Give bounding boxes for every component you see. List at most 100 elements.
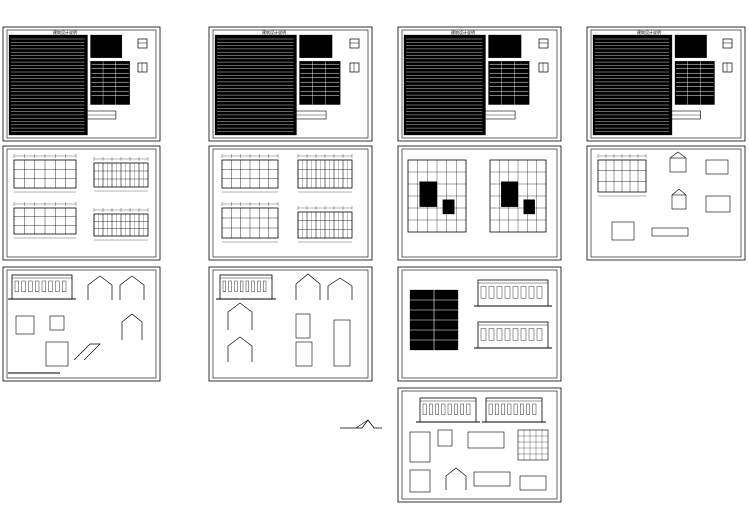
sheet-inner-border [212,29,369,139]
window [257,280,261,293]
section-drawing [227,336,253,362]
window [501,403,505,416]
sheet-inner-border [6,148,157,258]
window [488,286,495,299]
window [222,280,226,293]
sheet-border [2,145,161,261]
window [488,403,493,416]
section-drawing [227,302,253,330]
detail-drawing [409,431,431,463]
sheet-inner-border [590,29,742,139]
window [526,403,530,416]
section-drawing [445,467,467,490]
sheet-border [397,26,562,142]
sheet-border [208,266,373,382]
window [14,280,19,293]
window [496,286,503,299]
detail-drawing [669,157,687,173]
notes-text-block [90,34,123,58]
window [536,328,543,341]
sheet-title: 建筑设计说明 [637,30,661,35]
detail-drawing [45,341,69,367]
north-symbol [340,419,382,429]
detail-drawing [517,429,549,461]
window [48,280,53,293]
detail-drawing [705,195,731,213]
window [528,328,535,341]
window [55,280,60,293]
detail-drawing [437,429,453,447]
sheet-sections-1[interactable] [209,267,372,381]
detail-drawing [295,341,313,367]
section-drawing [121,313,143,340]
sheet-border [586,26,746,142]
window [245,280,249,293]
window [447,403,452,416]
window [504,286,511,299]
north-symbol-line [355,419,369,429]
window [480,286,487,299]
window [520,286,527,299]
detail-drawing [467,431,505,449]
roof-profile [669,151,687,159]
window [41,280,46,293]
window [435,403,439,416]
sheet-border [208,26,373,142]
sheet-inner-border [401,148,558,258]
detail-drawing [611,221,635,241]
sheet-title: 建筑设计说明 [53,30,77,35]
window [520,328,527,341]
window [495,403,499,416]
sheet-mixed-details[interactable] [398,388,561,502]
sheet-border [397,266,562,382]
sheet-border [397,145,562,261]
sheet-border [2,26,161,142]
notes-text-block [488,34,522,58]
hatched-area [442,199,455,215]
window [536,286,543,299]
detail-drawing [409,469,431,493]
hatched-area [523,199,535,215]
window-symbol [722,62,733,73]
sheet-border [397,387,562,503]
sheet-elevations-1[interactable] [3,267,160,381]
sheet-border [2,266,161,382]
sheet-floor-plans-1[interactable] [3,146,160,260]
window [512,328,519,341]
detail-drawing [671,194,687,210]
roof-profile [671,188,687,196]
sheet-floor-plans-2[interactable] [209,146,372,260]
sheet-title: 建筑设计说明 [451,30,475,35]
window [466,403,471,416]
door-window-table [488,61,530,105]
sheet-inner-border [6,29,157,139]
window [422,403,427,416]
sheet-inner-border [401,269,558,379]
sheet-inner-border [401,29,558,139]
window [507,403,512,416]
window [251,280,255,293]
sheet-details-1[interactable] [587,146,745,260]
window-symbol [349,62,360,73]
sheet-inner-border [401,390,558,500]
side-elevation [87,275,113,300]
detail-drawing [15,315,35,335]
window [454,403,458,416]
window [480,328,487,341]
window [28,280,33,293]
sheet-inner-border [212,269,369,379]
window-symbol [137,62,148,73]
door-window-table [299,61,341,105]
window [488,328,495,341]
notes-text-block [674,34,707,58]
window [234,280,238,293]
sheet-border [208,145,373,261]
side-elevation [119,275,145,300]
window [35,280,40,293]
detail-drawing [705,159,729,175]
hatched-area [501,181,519,207]
window [240,280,244,293]
window [429,403,433,416]
section-drawing [295,273,321,300]
